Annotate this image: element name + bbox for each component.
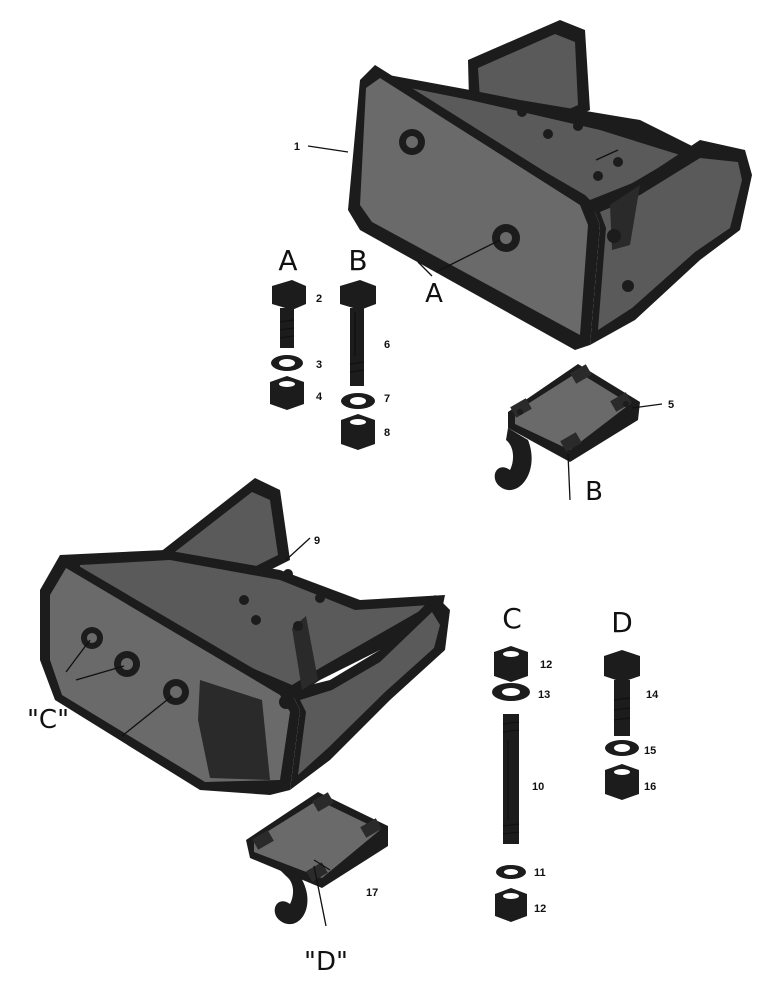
group-label-d: D: [611, 606, 633, 639]
part-number-1: 1: [294, 141, 300, 153]
lower-hook-bracket: [246, 792, 388, 925]
part-number-3: 3: [316, 359, 322, 371]
part-number-10: 10: [532, 781, 544, 793]
callout-a: A: [425, 279, 443, 309]
fastener-set-b: [340, 280, 376, 450]
leader-lines: [65, 145, 663, 927]
lower-weight-block: [40, 478, 450, 795]
part-number-13: 13: [538, 689, 550, 701]
part-number-9: 9: [314, 535, 320, 547]
part-number-12-bottom: 12: [534, 903, 546, 915]
fastener-set-c: [492, 646, 530, 922]
group-label-b: B: [348, 244, 367, 277]
fastener-set-a: [270, 280, 306, 410]
part-number-6: 6: [384, 339, 390, 351]
upper-weight-block: [348, 20, 752, 350]
part-number-16: 16: [644, 781, 656, 793]
part-number-17: 17: [366, 887, 378, 899]
callout-c: "C": [27, 705, 69, 735]
fastener-set-d: [604, 650, 640, 800]
part-number-5: 5: [668, 399, 674, 411]
part-number-8: 8: [384, 427, 390, 439]
part-number-15: 15: [644, 745, 656, 757]
part-number-11: 11: [534, 867, 546, 879]
callout-b: B: [585, 477, 603, 507]
group-label-c: C: [502, 602, 522, 635]
part-number-12-top: 12: [540, 659, 552, 671]
upper-hook-bracket: [494, 364, 640, 491]
part-number-2: 2: [316, 293, 322, 305]
part-number-4: 4: [316, 391, 323, 403]
callout-d: "D": [304, 947, 348, 977]
part-number-14: 14: [646, 689, 659, 701]
group-label-a: A: [278, 244, 297, 277]
part-number-7: 7: [384, 393, 390, 405]
